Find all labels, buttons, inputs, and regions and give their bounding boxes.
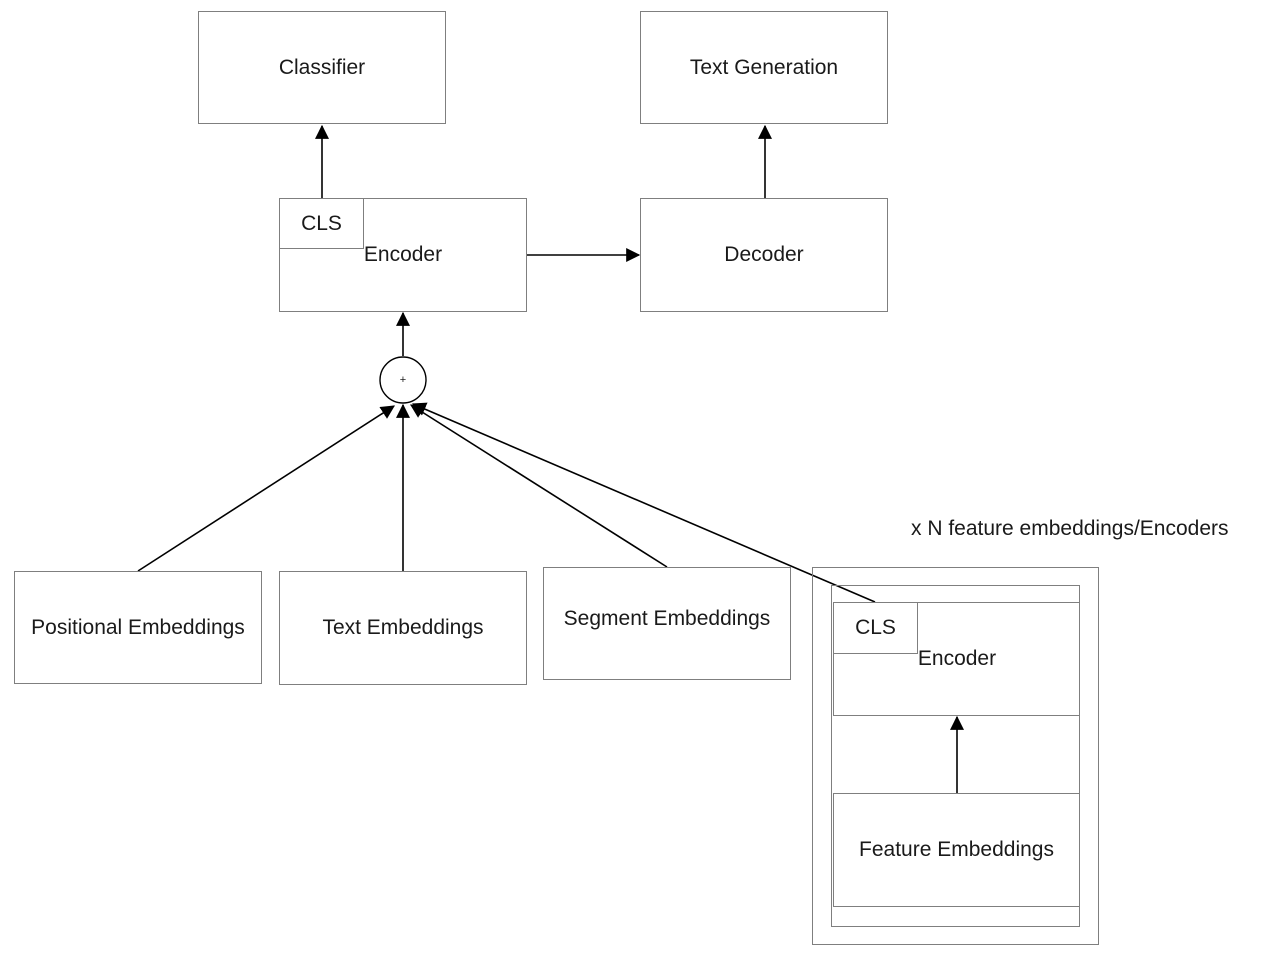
positional-embeddings-box: Positional Embeddings: [14, 571, 262, 684]
feature-embeddings-label: Feature Embeddings: [859, 838, 1054, 861]
feature-group-caption: x N feature embeddings/Encoders: [911, 517, 1229, 540]
main-encoder-label: Encoder: [363, 243, 443, 266]
feature-encoder-cls-token: CLS: [833, 602, 918, 654]
decoder-box: Decoder: [640, 198, 888, 312]
feature-group-outer-frame: [812, 567, 1099, 945]
feature-embeddings-box: Feature Embeddings: [833, 793, 1080, 907]
classifier-label: Classifier: [278, 55, 366, 79]
main-encoder-box: [279, 198, 527, 312]
arrow-feature-encoder-to-sum: [411, 402, 876, 603]
sum-node-symbol: +: [399, 374, 407, 386]
sum-node: [379, 356, 427, 404]
text-embeddings-label: Text Embeddings: [322, 616, 484, 639]
main-encoder-cls-token: CLS: [279, 198, 364, 249]
feature-encoder-label: Encoder: [917, 647, 997, 670]
text-generation-label: Text Generation: [689, 55, 839, 79]
text-embeddings-box: Text Embeddings: [279, 571, 527, 685]
decoder-label: Decoder: [724, 243, 804, 266]
text-generation-box: Text Generation: [640, 11, 888, 124]
arrow-segment-to-sum: [410, 404, 668, 568]
classifier-box: Classifier: [198, 11, 446, 124]
feature-encoder-box: [833, 602, 1080, 716]
segment-embeddings-box: Segment Embeddings: [543, 567, 791, 680]
feature-group-inner-frame: [831, 585, 1080, 927]
arrow-positional-to-sum: [137, 405, 395, 572]
feature-encoder-cls-label: CLS: [855, 616, 896, 639]
positional-embeddings-label: Positional Embeddings: [31, 615, 245, 639]
segment-embeddings-label: Segment Embeddings: [563, 606, 771, 630]
main-encoder-cls-label: CLS: [301, 211, 342, 235]
